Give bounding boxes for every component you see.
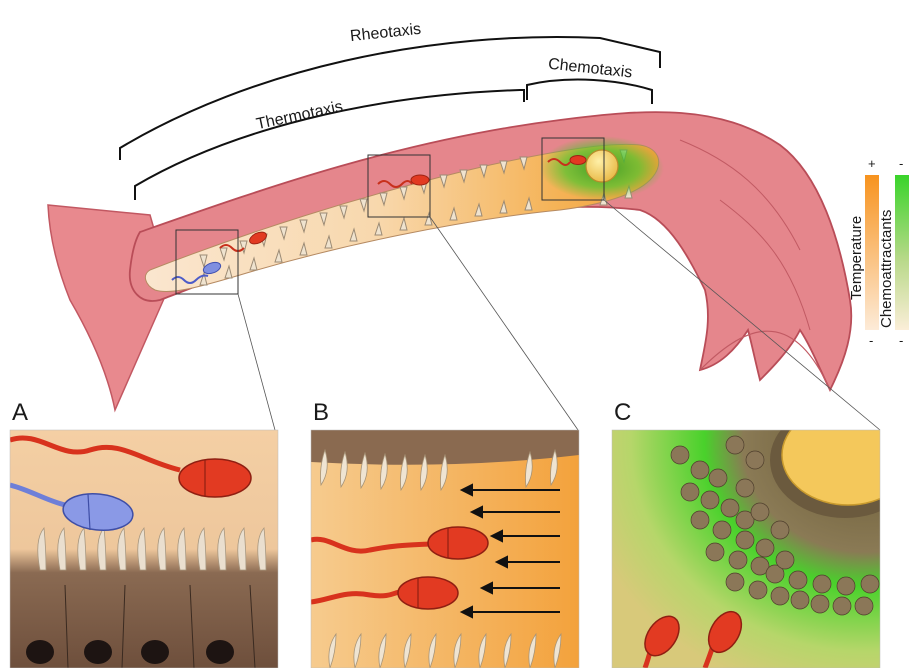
rheotaxis-label: Rheotaxis — [349, 21, 422, 45]
chemoattractant-bottom-sign: - — [899, 333, 903, 348]
nucleus — [84, 640, 112, 664]
nucleus — [206, 640, 234, 664]
nucleus — [141, 640, 169, 664]
chemotaxis-label: Chemotaxis — [547, 56, 633, 82]
nucleus — [26, 640, 54, 664]
oocyte-panel-c — [782, 405, 910, 505]
temperature-bar — [865, 175, 879, 330]
thermotaxis-label: Thermotaxis — [255, 98, 345, 133]
gradient-legend: + - - - Temperature Chemoattractants — [848, 156, 909, 348]
panel-c-label: C — [614, 399, 631, 426]
panel-b — [311, 430, 579, 668]
panel-a-label: A — [12, 399, 28, 426]
chemotaxis-bracket — [527, 80, 652, 104]
panel-a — [10, 430, 278, 668]
temperature-title: Temperature — [848, 216, 865, 300]
oocyte — [586, 150, 618, 182]
chemoattractants-title: Chemoattractants — [878, 210, 895, 328]
oviduct — [48, 112, 880, 430]
temperature-plus: + — [868, 156, 876, 171]
panel-b-label: B — [313, 399, 329, 426]
panel-c — [612, 402, 910, 668]
chemoattractant-top-sign: - — [899, 156, 903, 171]
temperature-minus: - — [869, 333, 873, 348]
chemoattractant-bar — [895, 175, 909, 330]
